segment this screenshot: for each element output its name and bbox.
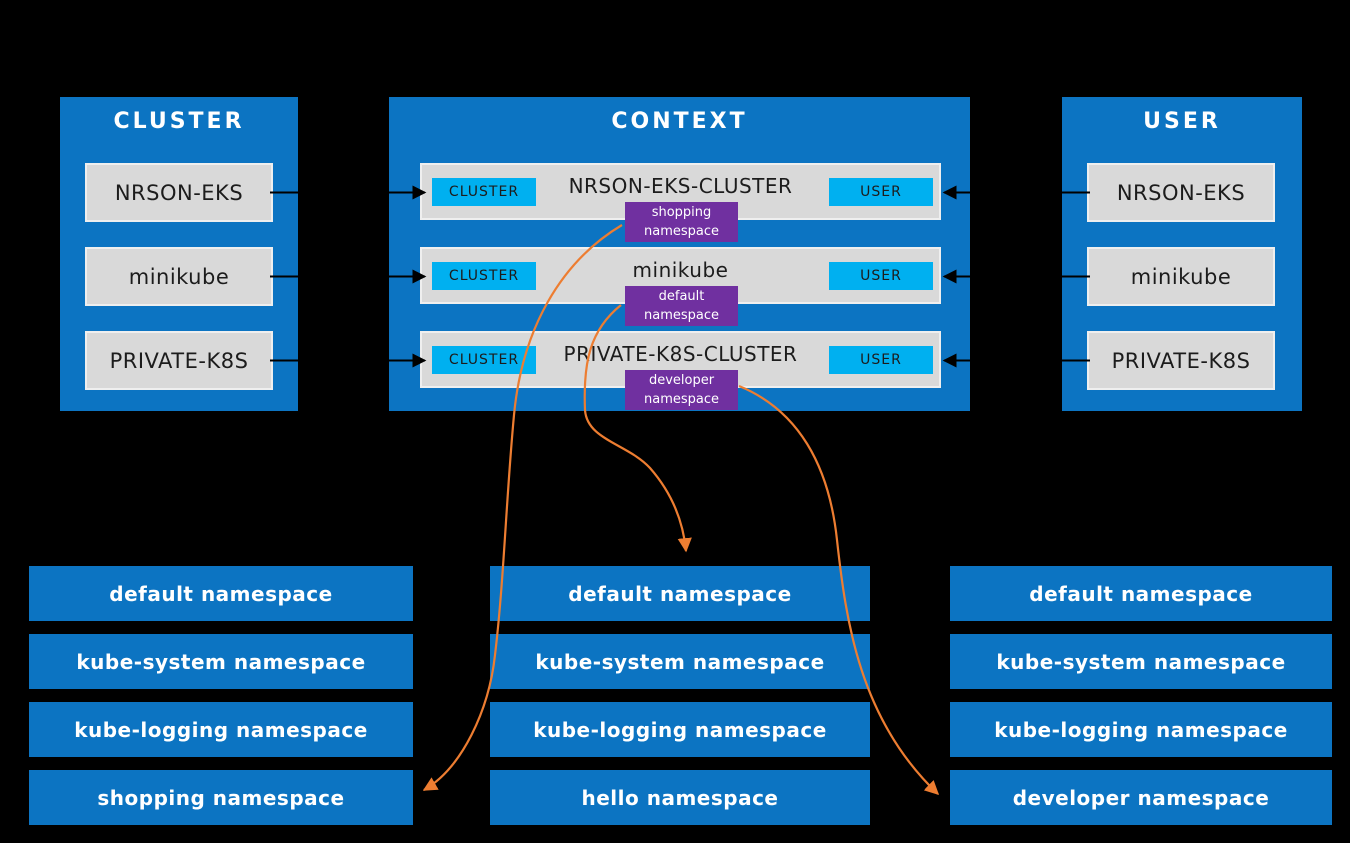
- context-row-nrson-eks-cluster: CLUSTER NRSON-EKS-CLUSTER USER: [420, 163, 941, 220]
- badge-line-2: namespace: [643, 224, 719, 239]
- namespace-bar: default namespace: [29, 566, 413, 621]
- cluster-item-private-k8s: PRIVATE-K8S: [85, 331, 273, 390]
- shopping-namespace-badge: shopping namespace: [625, 202, 738, 242]
- badge-line-1: shopping: [651, 205, 712, 220]
- cluster-item-minikube: minikube: [85, 247, 273, 306]
- namespace-bar: hello namespace: [490, 770, 870, 825]
- badge-line-2: namespace: [643, 392, 719, 407]
- namespace-bar: kube-logging namespace: [950, 702, 1332, 757]
- user-tag: USER: [829, 177, 933, 206]
- context-row-name: minikube: [632, 258, 729, 282]
- cluster-panel-title: CLUSTER: [113, 109, 245, 134]
- context-panel: CONTEXT CLUSTER NRSON-EKS-CLUSTER USER C…: [389, 97, 970, 411]
- cluster-item-nrson-eks: NRSON-EKS: [85, 163, 273, 222]
- context-panel-title: CONTEXT: [611, 109, 748, 134]
- badge-line-1: default: [658, 289, 705, 304]
- user-item-private-k8s: PRIVATE-K8S: [1087, 331, 1275, 390]
- namespace-bar-shopping: shopping namespace: [29, 770, 413, 825]
- cluster-tag: CLUSTER: [432, 177, 536, 206]
- default-namespace-badge: default namespace: [625, 286, 738, 326]
- cluster-panel: CLUSTER NRSON-EKS minikube PRIVATE-K8S: [60, 97, 298, 411]
- user-panel: USER NRSON-EKS minikube PRIVATE-K8S: [1062, 97, 1302, 411]
- namespace-bar: kube-logging namespace: [29, 702, 413, 757]
- namespace-column-left: default namespace kube-system namespace …: [29, 566, 413, 825]
- developer-namespace-badge: developer namespace: [625, 370, 738, 410]
- user-tag: USER: [829, 261, 933, 290]
- badge-line-1: developer: [648, 373, 715, 388]
- namespace-bar: kube-logging namespace: [490, 702, 870, 757]
- user-item-nrson-eks: NRSON-EKS: [1087, 163, 1275, 222]
- badge-line-2: namespace: [643, 308, 719, 323]
- namespace-bar: default namespace: [950, 566, 1332, 621]
- user-item-minikube: minikube: [1087, 247, 1275, 306]
- user-panel-title: USER: [1143, 109, 1221, 134]
- namespace-bar: kube-system namespace: [490, 634, 870, 689]
- context-row-name: NRSON-EKS-CLUSTER: [568, 174, 793, 198]
- namespace-bar-default: default namespace: [490, 566, 870, 621]
- user-tag: USER: [829, 345, 933, 374]
- namespace-column-right: default namespace kube-system namespace …: [950, 566, 1332, 825]
- namespace-bar-developer: developer namespace: [950, 770, 1332, 825]
- namespace-bar: kube-system namespace: [29, 634, 413, 689]
- namespace-column-middle: default namespace kube-system namespace …: [490, 566, 870, 825]
- namespace-bar: kube-system namespace: [950, 634, 1332, 689]
